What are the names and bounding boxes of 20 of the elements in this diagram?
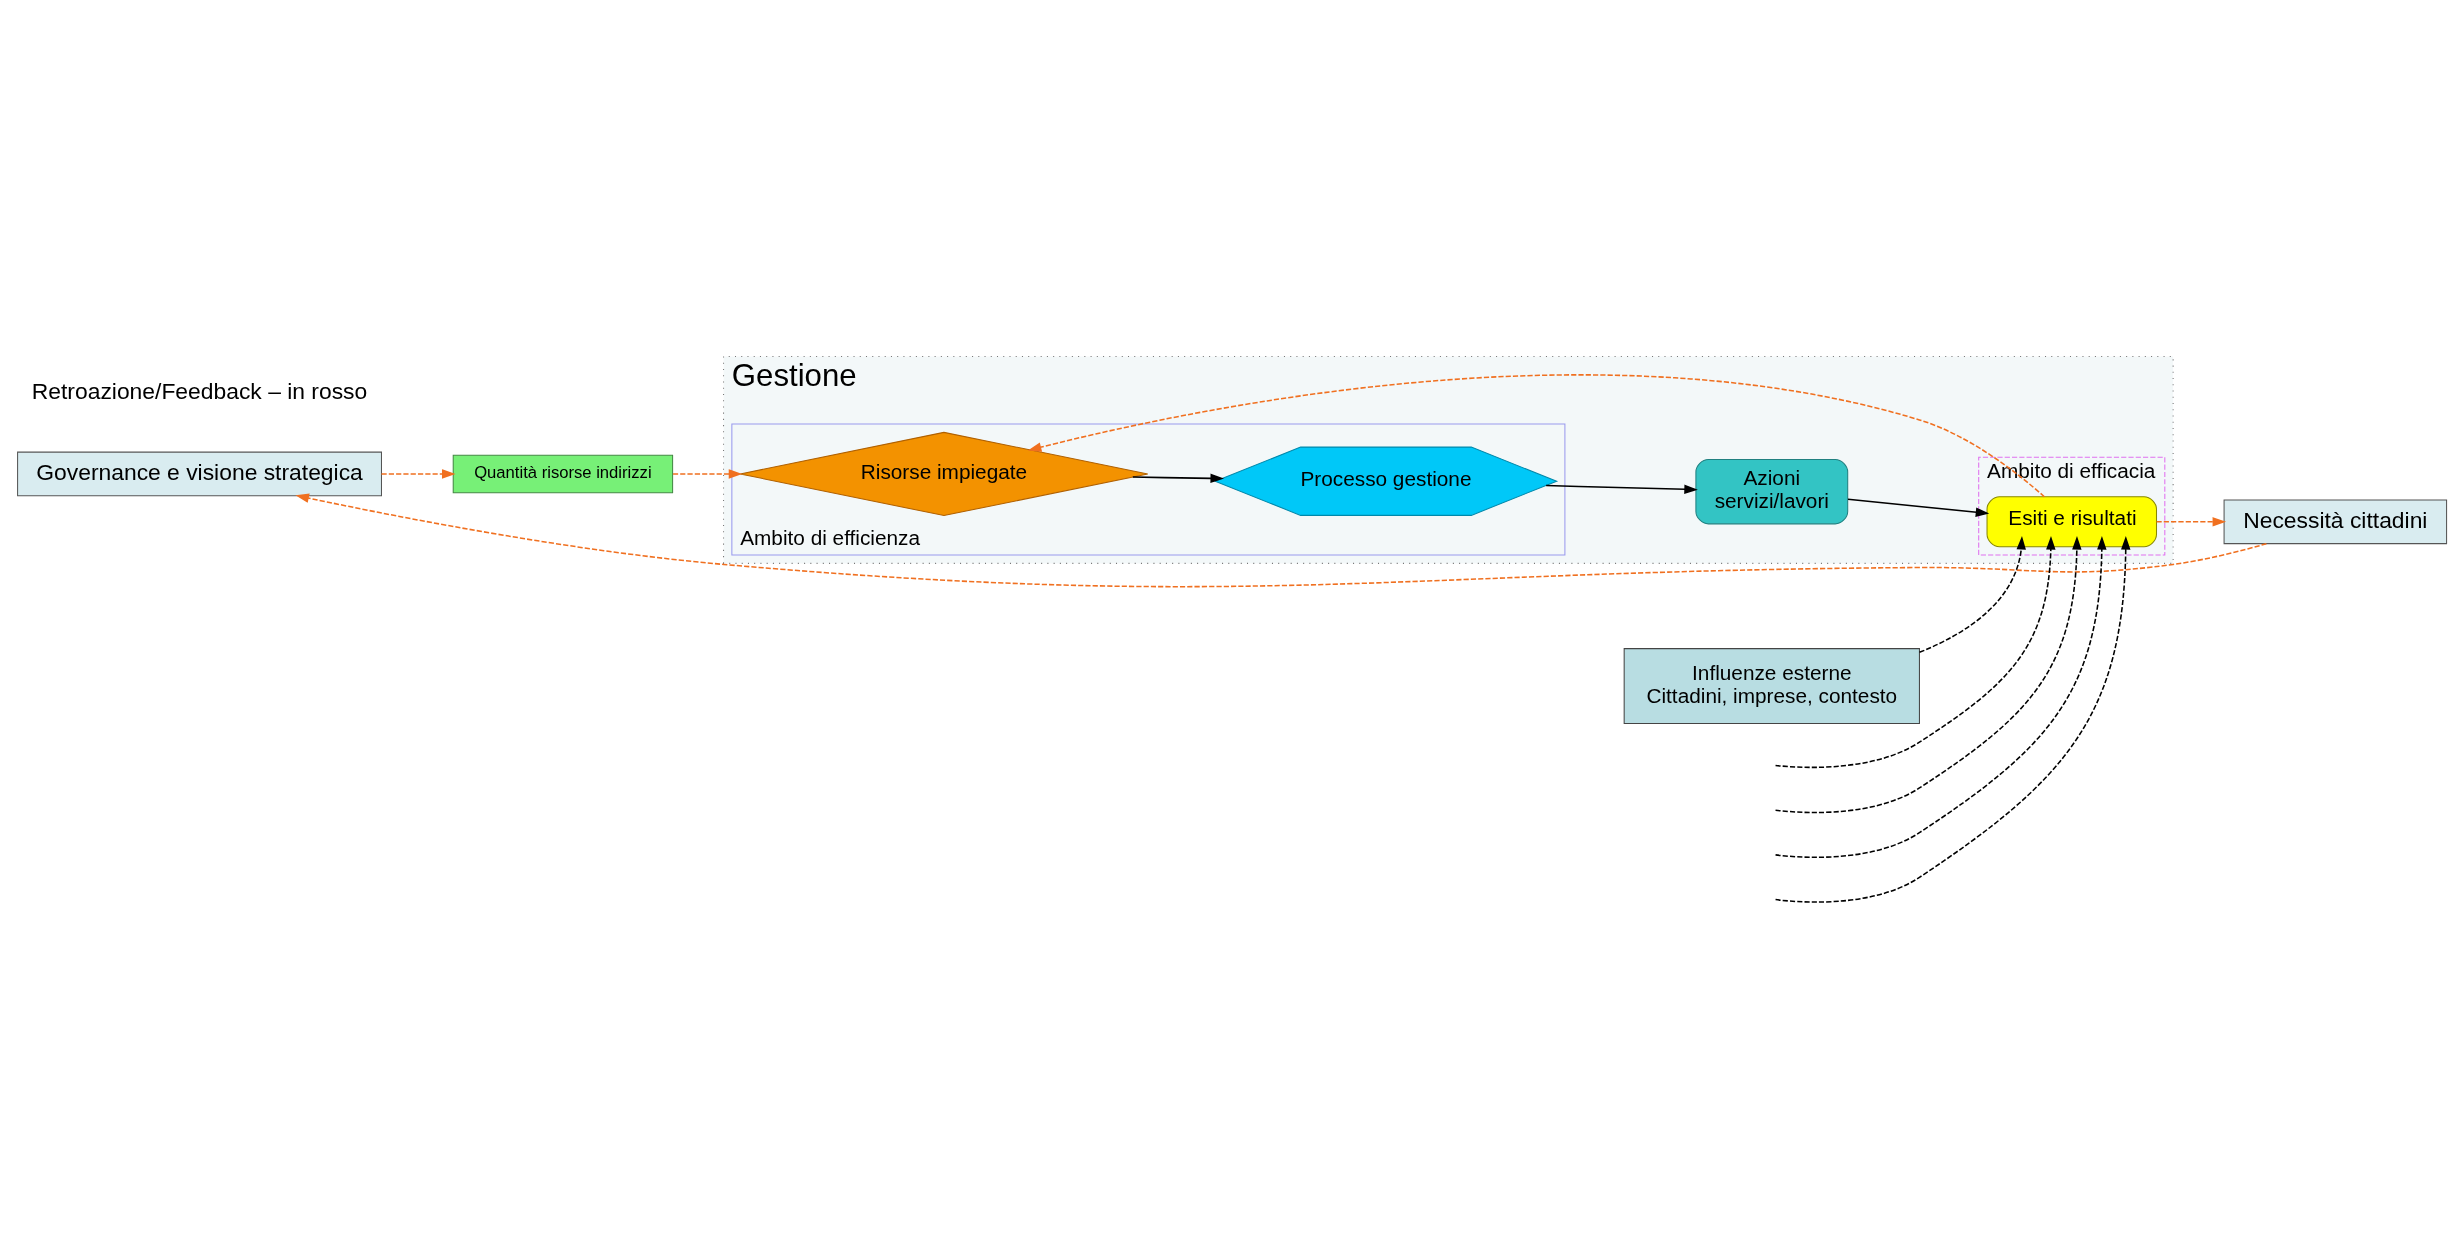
node-box: Necessità cittadini (2223, 498, 2448, 544)
arrow (672, 468, 743, 479)
label: Retroazione/Feedback – in rosso (31, 377, 368, 404)
arrow (1774, 535, 2107, 858)
node-box: Quantità risorse indirizzi (452, 454, 674, 493)
arrow (2155, 516, 2227, 527)
node-box: Esiti e risultati (1986, 495, 2157, 547)
arrow (1847, 497, 1990, 517)
arrow (1918, 535, 2026, 653)
arrow (1027, 373, 2046, 497)
node-box: Azioni servizi/lavori (1695, 458, 1849, 524)
arrow (1545, 484, 1698, 494)
arrow (1132, 473, 1224, 483)
arrow (1774, 535, 2082, 813)
node-diamond: Risorse impiegate (739, 431, 1149, 516)
arrow (380, 468, 456, 479)
node-box: Governance e visione strategica (17, 451, 382, 496)
arrow (1774, 535, 2131, 903)
node-box: Influenze esterne Cittadini, imprese, contesto (1623, 647, 1920, 724)
arrow (1774, 535, 2056, 768)
